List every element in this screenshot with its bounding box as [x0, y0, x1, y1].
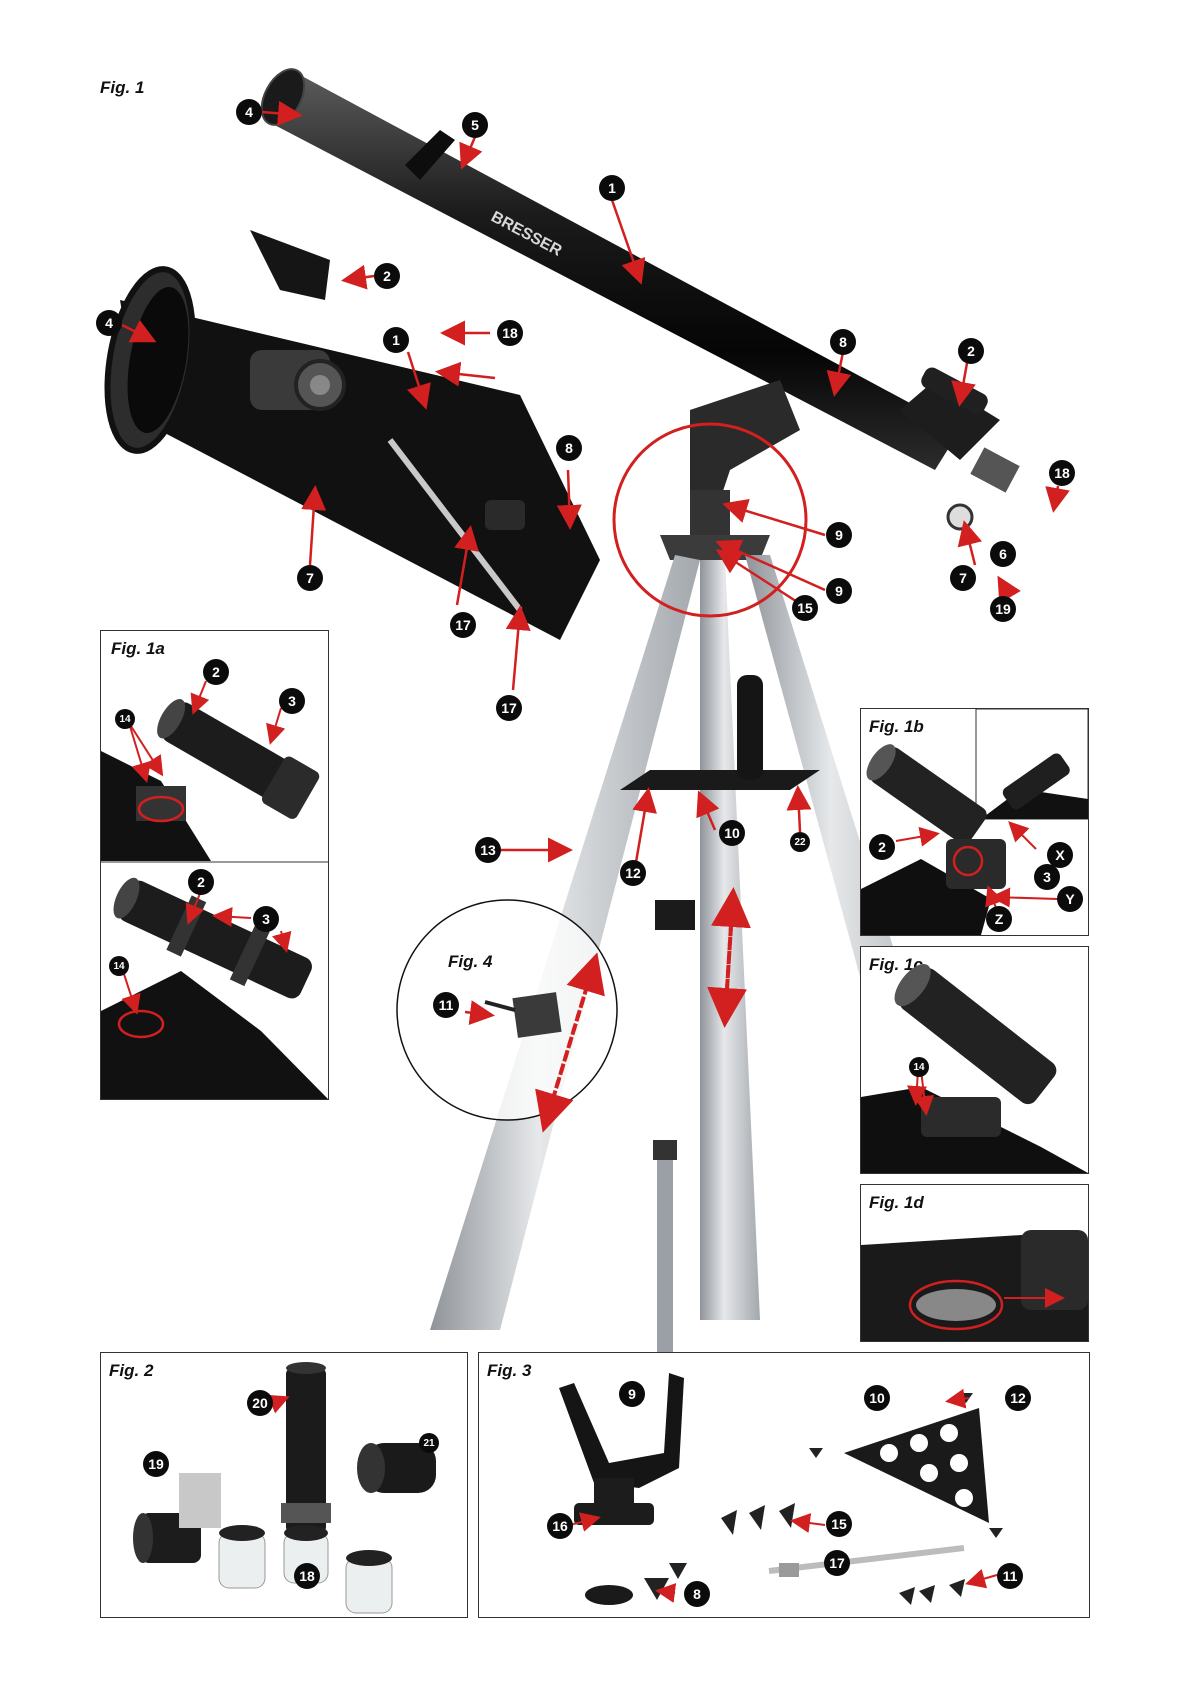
callout-2-fig1a-top: 2	[203, 659, 229, 685]
callout-9b: 9	[826, 578, 852, 604]
callout-8b: 8	[556, 435, 582, 461]
fig3-illustration	[559, 1373, 1003, 1605]
callout-3-fig1a-bottom: 3	[253, 906, 279, 932]
fig1b-illustration	[861, 709, 1088, 935]
callout-11-fig4: 11	[433, 992, 459, 1018]
fig1a-label: Fig. 1a	[111, 639, 165, 658]
callout-12: 12	[620, 860, 646, 886]
callout-10-fig3: 10	[864, 1385, 890, 1411]
fig1d-panel: Fig. 1d	[860, 1184, 1089, 1342]
callout-14-fig1a-top: 14	[115, 709, 135, 729]
reflector-tube	[104, 230, 600, 640]
callout-6: 6	[990, 541, 1016, 567]
callout-3-fig1b: 3	[1034, 864, 1060, 890]
fig4-label: Fig. 4	[448, 952, 493, 971]
callout-1a: 1	[599, 175, 625, 201]
callout-9a: 9	[826, 522, 852, 548]
fig1a-illustration	[101, 680, 328, 1099]
callout-22: 22	[790, 832, 810, 852]
callout-14-fig1a-bottom: 14	[109, 956, 129, 976]
callout-12-fig3: 12	[1005, 1385, 1031, 1411]
callout-5: 5	[462, 112, 488, 138]
fig1b-panel: Fig. 1b 2 3 X Y Z	[860, 708, 1089, 936]
fig3-panel: Fig. 3	[478, 1352, 1090, 1618]
callout-13: 13	[475, 837, 501, 863]
callout-2b: 2	[958, 338, 984, 364]
fig1-label: Fig. 1	[100, 78, 145, 97]
callout-8-fig3: 8	[684, 1581, 710, 1607]
callout-19-fig2: 19	[143, 1451, 169, 1477]
fig3-label: Fig. 3	[487, 1361, 532, 1380]
callout-2a: 2	[374, 263, 400, 289]
callout-15-fig3: 15	[826, 1511, 852, 1537]
callout-20: 20	[247, 1390, 273, 1416]
callout-X-fig1b: X	[1047, 842, 1073, 868]
callout-7b: 7	[950, 565, 976, 591]
fig1-arrows	[121, 100, 1070, 1026]
callout-17b: 17	[496, 695, 522, 721]
callout-15: 15	[792, 595, 818, 621]
callout-16: 16	[547, 1513, 573, 1539]
fig1c-label: Fig. 1c	[869, 955, 923, 974]
callout-4b: 4	[96, 310, 122, 336]
callout-17a: 17	[450, 612, 476, 638]
fig2-panel: Fig. 2 20 19 21 18	[100, 1352, 468, 1618]
callout-7a: 7	[297, 565, 323, 591]
callout-8a: 8	[830, 329, 856, 355]
fig1d-label: Fig. 1d	[869, 1193, 924, 1212]
callout-10: 10	[719, 820, 745, 846]
callout-14-fig1c: 14	[909, 1057, 929, 1077]
fig4-circle	[396, 899, 618, 1121]
fig2-illustration	[133, 1362, 436, 1614]
callout-18b: 18	[1049, 460, 1075, 486]
callout-Z-fig1b: Z	[986, 906, 1012, 932]
fig1d-illustration	[861, 1230, 1088, 1341]
callout-11-fig3: 11	[997, 1563, 1023, 1589]
callout-18a: 18	[497, 320, 523, 346]
callout-21: 21	[419, 1433, 439, 1453]
callout-3-fig1a-top: 3	[279, 688, 305, 714]
callout-17-fig3: 17	[824, 1550, 850, 1576]
callout-18-fig2: 18	[294, 1563, 320, 1589]
callout-9-fig3: 9	[619, 1381, 645, 1407]
fig1c-panel: Fig. 1c 14	[860, 946, 1089, 1174]
fig1b-label: Fig. 1b	[869, 717, 924, 736]
callout-2-fig1a-bottom: 2	[188, 869, 214, 895]
callout-4a: 4	[236, 99, 262, 125]
callout-2-fig1b: 2	[869, 834, 895, 860]
callout-Y-fig1b: Y	[1057, 886, 1083, 912]
fig1c-illustration	[861, 963, 1088, 1173]
mount-highlight-circle	[612, 422, 808, 618]
mount-head	[660, 380, 800, 560]
callout-1b: 1	[383, 327, 409, 353]
callout-19: 19	[990, 596, 1016, 622]
fig2-label: Fig. 2	[109, 1361, 154, 1380]
fig1a-panel: Fig. 1a 2	[100, 630, 329, 1100]
